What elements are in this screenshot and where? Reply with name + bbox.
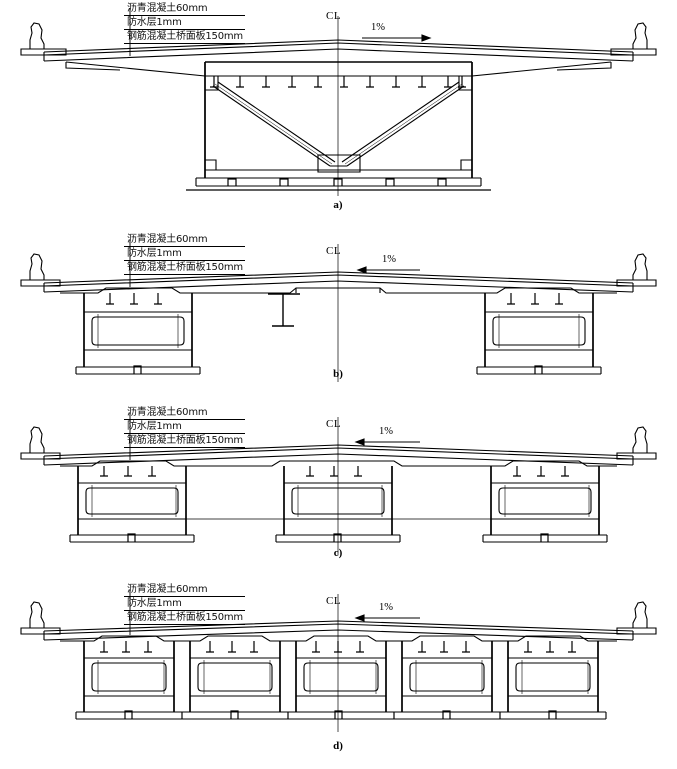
centerline-label-d: CL <box>326 595 342 607</box>
slope-label-b: 1% <box>382 254 396 265</box>
callout-line-asphalt: 沥青混凝土60mm <box>124 233 245 247</box>
centerline-label-a: CL <box>326 10 342 22</box>
pavement-callout-b: 沥青混凝土60mm 防水层1mm 钢筋混凝土桥面板150mm <box>124 233 245 275</box>
callout-line-waterproof: 防水层1mm <box>124 597 245 611</box>
callout-line-waterproof: 防水层1mm <box>124 420 245 434</box>
callout-line-deck-slab: 钢筋混凝土桥面板150mm <box>124 611 245 625</box>
cross-section-a-geometry <box>0 0 677 215</box>
figure-label-a: a) <box>333 199 343 211</box>
callout-line-asphalt: 沥青混凝土60mm <box>124 406 245 420</box>
slope-label-c: 1% <box>379 426 393 437</box>
cross-section-b-geometry <box>0 222 677 387</box>
cross-section-a: 沥青混凝土60mm 防水层1mm 钢筋混凝土桥面板150mm CL 1% a) <box>0 0 677 215</box>
callout-line-deck-slab: 钢筋混凝土桥面板150mm <box>124 434 245 448</box>
callout-line-asphalt: 沥青混凝土60mm <box>124 583 245 597</box>
figure-label-d: d) <box>333 740 343 752</box>
callout-line-deck-slab: 钢筋混凝土桥面板150mm <box>124 30 245 44</box>
slope-label-a: 1% <box>371 22 385 33</box>
centerline-label-c: CL <box>326 418 342 430</box>
callout-line-waterproof: 防水层1mm <box>124 247 245 261</box>
centerline-label-b: CL <box>326 245 342 257</box>
slope-label-d: 1% <box>379 602 393 613</box>
cross-section-c-geometry <box>0 395 677 565</box>
pavement-callout-c: 沥青混凝土60mm 防水层1mm 钢筋混凝土桥面板150mm <box>124 406 245 448</box>
callout-line-deck-slab: 钢筋混凝土桥面板150mm <box>124 261 245 275</box>
figure-label-c: c) <box>333 547 343 559</box>
cross-section-d-geometry <box>0 580 677 769</box>
callout-line-asphalt: 沥青混凝土60mm <box>124 2 245 16</box>
cross-section-c: 沥青混凝土60mm 防水层1mm 钢筋混凝土桥面板150mm CL 1% c) <box>0 395 677 565</box>
pavement-callout-d: 沥青混凝土60mm 防水层1mm 钢筋混凝土桥面板150mm <box>124 583 245 625</box>
cross-section-d: 沥青混凝土60mm 防水层1mm 钢筋混凝土桥面板150mm CL 1% d) <box>0 580 677 769</box>
callout-line-waterproof: 防水层1mm <box>124 16 245 30</box>
figure-label-b: b) <box>333 368 343 380</box>
pavement-callout-a: 沥青混凝土60mm 防水层1mm 钢筋混凝土桥面板150mm <box>124 2 245 44</box>
cross-section-b: 沥青混凝土60mm 防水层1mm 钢筋混凝土桥面板150mm CL 1% b) <box>0 222 677 387</box>
